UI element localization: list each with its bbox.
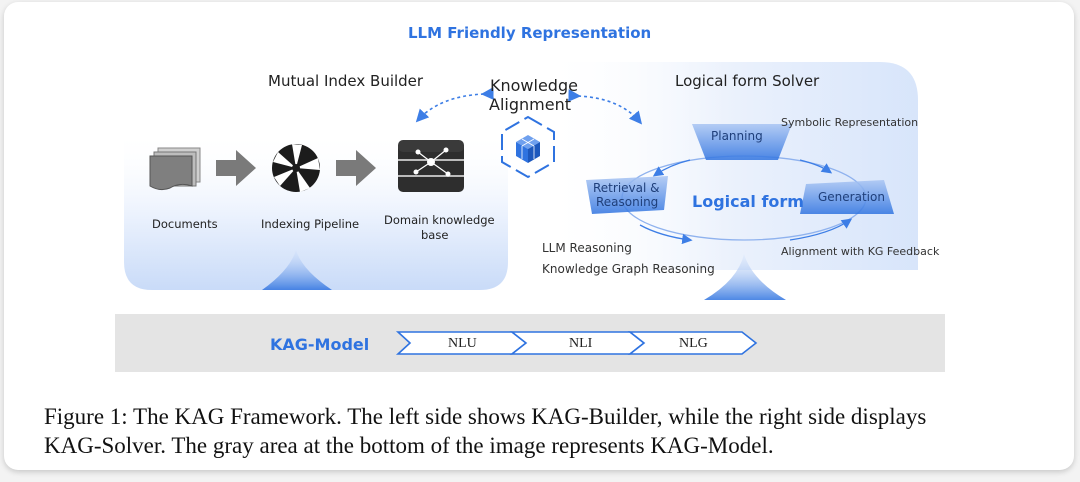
alignment-label-line2: Alignment — [489, 95, 571, 114]
caption-line-1: Figure 1: The KAG Framework. The left si… — [44, 404, 927, 429]
knowledge-base-label-line1: Domain knowledge — [384, 213, 495, 227]
retrieval-label-line2: Reasoning — [596, 195, 659, 209]
alignment-arrow-left — [415, 87, 494, 123]
alignment-label-line1: Knowledge — [490, 76, 578, 95]
cube-hexagon-icon — [501, 115, 555, 179]
indexing-pipeline-icon — [272, 144, 320, 192]
planning-node — [692, 124, 792, 160]
generation-label: Generation — [818, 190, 885, 204]
retrieval-label-line1: Retrieval & — [593, 181, 660, 195]
stage-nlg-label: NLG — [679, 336, 708, 351]
documents-icon — [149, 147, 201, 191]
stage-nlu-label: NLU — [448, 336, 477, 351]
logical-form-center: Logical form — [692, 192, 804, 211]
solver-spike — [704, 254, 786, 300]
cycle-arrow-top — [799, 159, 833, 174]
indexing-pipeline-label: Indexing Pipeline — [261, 217, 360, 231]
arrow-pipeline-to-kb — [336, 150, 376, 186]
builder-spike — [262, 250, 332, 290]
solver-title: Logical form Solver — [675, 72, 820, 90]
cycle-arrow-left — [652, 159, 691, 177]
alignment-arrow-right — [568, 89, 643, 125]
cycle-arrow-bottom-right — [789, 218, 853, 241]
planning-label: Planning — [711, 129, 763, 143]
stage-chevron-nlg — [627, 331, 758, 355]
model-title: KAG-Model — [270, 335, 370, 354]
caption-line-2: KAG-Solver. The gray area at the bottom … — [44, 433, 774, 458]
stage-nli-label: NLI — [569, 336, 593, 351]
kg-reasoning-note: Knowledge Graph Reasoning — [542, 262, 715, 276]
figure-caption: Figure 1: The KAG Framework. The left si… — [44, 402, 1044, 460]
generation-node — [800, 180, 894, 214]
solver-panel — [540, 62, 918, 270]
builder-title: Mutual Index Builder — [268, 72, 424, 90]
retrieval-node — [586, 176, 668, 214]
database-icon — [398, 140, 464, 192]
arrow-documents-to-pipeline — [216, 150, 256, 186]
documents-label: Documents — [152, 217, 218, 231]
symbolic-representation-note: Symbolic Representation — [781, 116, 919, 129]
knowledge-base-label-line2: base — [421, 228, 449, 242]
alignment-feedback-note: Alignment with KG Feedback — [781, 245, 940, 258]
llm-reasoning-note: LLM Reasoning — [542, 241, 632, 255]
cycle-arrow-bottom-left — [639, 224, 693, 245]
diagram-title: LLM Friendly Representation — [408, 24, 652, 42]
